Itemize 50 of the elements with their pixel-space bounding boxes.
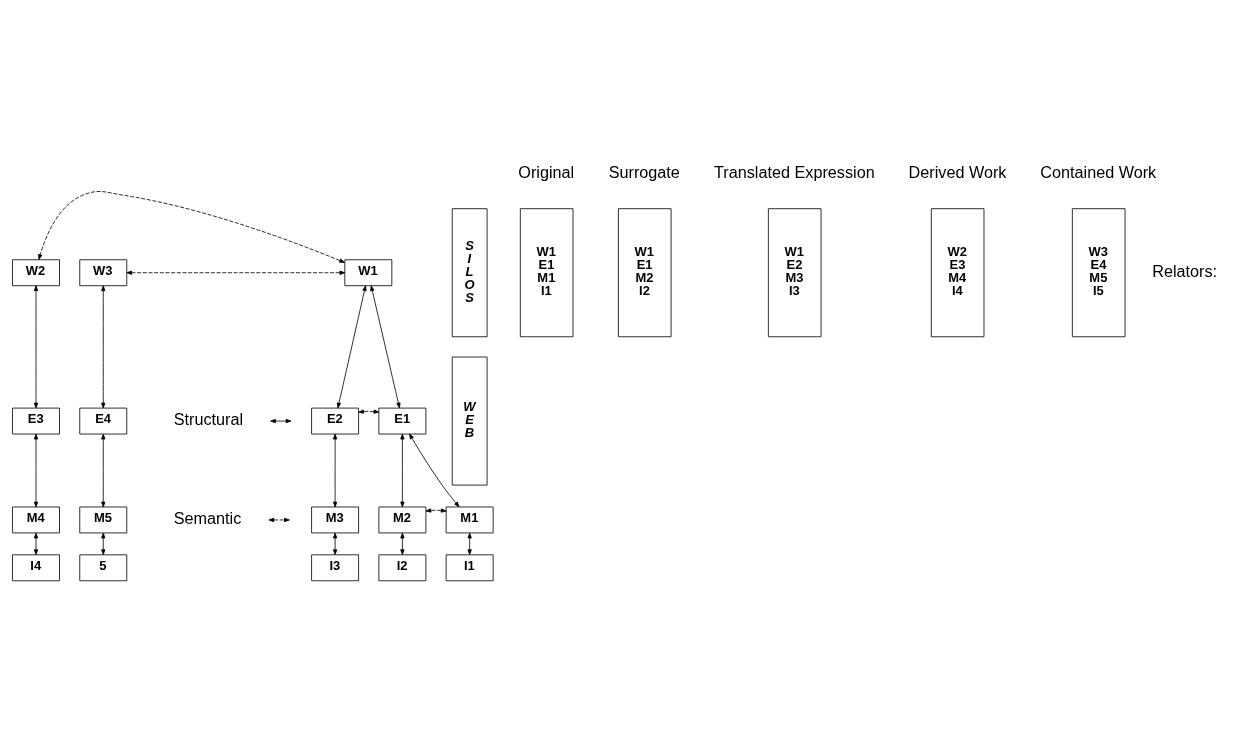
label: Surrogate — [608, 162, 680, 181]
node-box: W1 E1 M2 I2 — [618, 208, 672, 338]
node-box: W E B — [451, 356, 488, 486]
node-box: W1 E1 M1 I1 — [519, 208, 574, 338]
arrow — [336, 285, 367, 409]
node-box: M2 — [378, 506, 427, 534]
node-box: M4 — [12, 506, 60, 534]
arrow — [467, 532, 472, 555]
arrow — [333, 532, 338, 555]
node-box: W1 — [344, 259, 393, 287]
label: Derived Work — [908, 162, 1007, 181]
node-box: M1 — [445, 506, 494, 534]
node-box: I3 — [311, 554, 359, 582]
node-box: W2 E3 M4 I4 — [930, 208, 985, 338]
node-box: I2 — [378, 554, 427, 582]
label: Contained Work — [1040, 162, 1157, 181]
node-box: 5 — [79, 554, 128, 582]
node-box: I1 — [445, 554, 494, 582]
arrow — [38, 191, 345, 263]
node-box: S I L O S — [451, 208, 488, 338]
arrow — [126, 270, 346, 275]
arrow — [400, 433, 405, 508]
node-box: E3 — [12, 407, 60, 435]
arrow — [101, 285, 106, 409]
arrow — [333, 433, 338, 508]
arrow — [425, 508, 447, 513]
arrow — [33, 532, 39, 555]
node-box: E1 — [378, 407, 427, 435]
legend-label: Semantic — [173, 509, 242, 528]
node-box: W1 E2 M3 I3 — [767, 208, 822, 338]
legend-label: Structural — [173, 410, 244, 429]
node-box: M3 — [311, 506, 359, 534]
arrow — [409, 433, 460, 508]
node-box: W3 E4 M5 I5 — [1071, 208, 1126, 338]
node-box: W2 — [12, 259, 60, 287]
arrow — [400, 532, 405, 555]
node-box: E2 — [311, 407, 359, 435]
arrow — [101, 532, 106, 555]
label: Relators: — [1152, 261, 1218, 280]
arrow — [33, 433, 39, 508]
node-box: W3 — [79, 259, 128, 287]
arrow — [370, 285, 401, 409]
arrow — [358, 409, 380, 414]
arrow — [33, 285, 39, 409]
node-box: M5 — [79, 506, 128, 534]
node-box: I4 — [12, 554, 60, 582]
node-box: E4 — [79, 407, 128, 435]
label: Original — [518, 162, 575, 181]
arrow — [101, 433, 106, 508]
label: Translated Expression — [714, 162, 875, 181]
